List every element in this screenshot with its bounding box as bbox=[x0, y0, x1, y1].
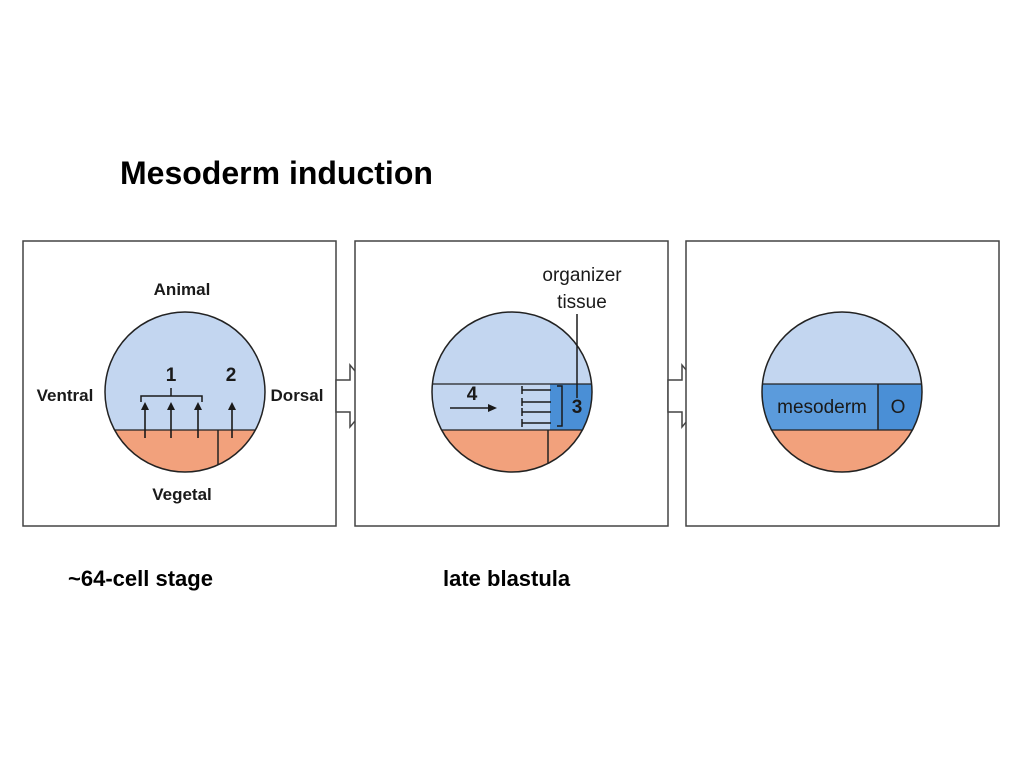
signal-3-label: 3 bbox=[572, 397, 583, 418]
signal-1-bracket bbox=[140, 388, 203, 402]
slide-title: Mesoderm induction bbox=[120, 155, 433, 191]
right-arrow-icon bbox=[488, 404, 497, 412]
signal-2-label: 2 bbox=[226, 365, 237, 386]
embryo-outline bbox=[761, 311, 923, 473]
signal-4-label: 4 bbox=[467, 384, 478, 405]
ventral-label: Ventral bbox=[37, 386, 94, 405]
organizer-o-label: O bbox=[891, 397, 906, 418]
vegetal-label: Vegetal bbox=[152, 485, 212, 504]
embryo-outline bbox=[104, 311, 266, 473]
signal-1-label: 1 bbox=[166, 365, 177, 386]
mesoderm-label: mesoderm bbox=[777, 397, 867, 418]
signal-3-inhibition-bars bbox=[521, 385, 563, 427]
up-arrow-icon bbox=[167, 402, 175, 438]
up-arrow-icon bbox=[141, 402, 149, 438]
panel-64-cell-stage: 1 2 Animal Vegetal Ventral Dorsal bbox=[22, 240, 337, 527]
panel-late-blastula: 3 4 organizer tissue bbox=[354, 240, 669, 527]
organizer-region bbox=[550, 384, 592, 430]
animal-label: Animal bbox=[154, 280, 211, 299]
up-arrow-icon bbox=[228, 402, 236, 438]
organizer-annotation-line2: tissue bbox=[557, 292, 607, 313]
embryo-outline bbox=[431, 311, 593, 473]
dorsal-label: Dorsal bbox=[271, 386, 324, 405]
caption-64-cell-stage: ~64-cell stage bbox=[68, 566, 213, 591]
panel-mesoderm-result: mesoderm O bbox=[685, 240, 1000, 527]
organizer-annotation-line1: organizer bbox=[542, 265, 622, 286]
up-arrow-icon bbox=[194, 402, 202, 438]
caption-late-blastula: late blastula bbox=[443, 566, 571, 591]
organizer-band bbox=[878, 384, 922, 430]
